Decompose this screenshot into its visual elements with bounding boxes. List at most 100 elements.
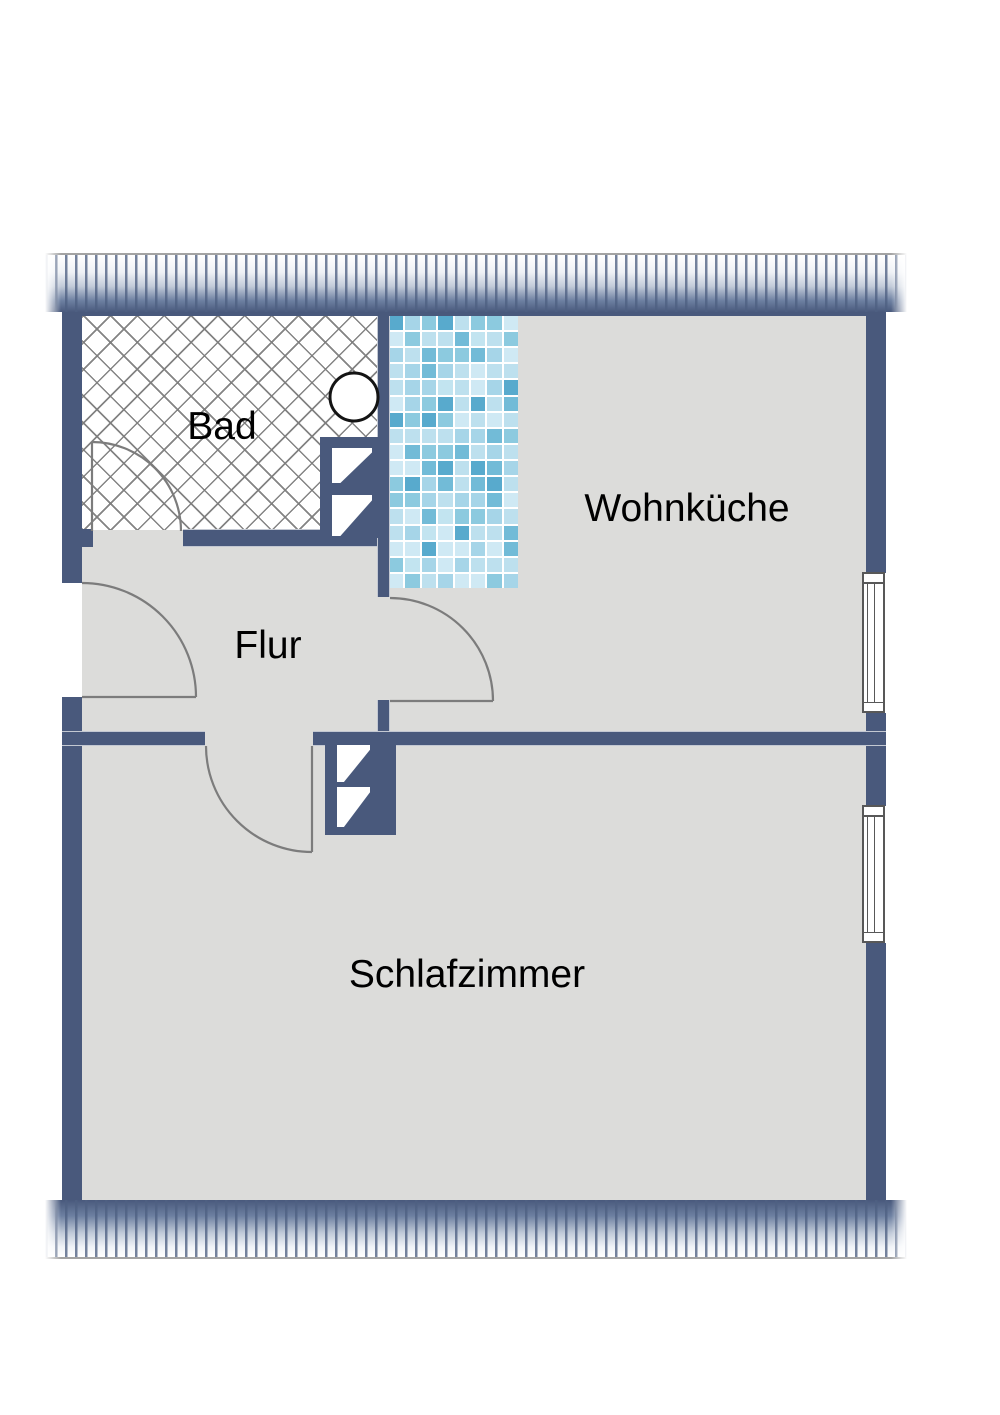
tile-cell [487,525,502,540]
wall-outer-left-upper [62,296,82,583]
tile-cell [421,509,437,524]
tile-cell [405,380,420,395]
tile-cell [389,364,404,379]
tile-cell [487,364,502,379]
tile-cell [503,477,518,492]
tile-cell [503,428,518,443]
tile-cell [487,380,502,395]
room-label-bad: Bad [187,405,257,448]
tile-cell [421,428,437,443]
tile-cell [487,396,502,411]
tile-cell [438,573,453,588]
wall-outer-right-lower [866,943,886,1222]
tile-cell [470,493,486,508]
tile-cell [438,396,453,411]
tile-cell [421,477,437,492]
tile-cell [389,380,404,395]
tile-cell [503,332,518,347]
tile-cell [454,509,469,524]
tile-cell [405,493,420,508]
tile-cell [470,396,486,411]
tile-cell [405,525,420,540]
tile-cell [438,461,453,476]
tile-cell [470,428,486,443]
tile-cell [438,509,453,524]
tile-cell [487,348,502,363]
tile-cell [389,509,404,524]
tile-cell [503,396,518,411]
wohnkueche-window-icon [862,572,885,713]
tile-cell [470,461,486,476]
tile-cell [405,364,420,379]
tile-cell [470,380,486,395]
wall-divider-right [313,731,886,746]
shaft-bad-icon [320,437,385,538]
tile-cell [438,525,453,540]
tile-cell [405,557,420,572]
window-pane [867,582,875,703]
tile-cell [503,444,518,460]
tile-cell [389,332,404,347]
tile-cell [454,493,469,508]
tile-cell [454,541,469,556]
wall-outer-right-middle [866,713,886,806]
tile-cell [438,541,453,556]
kitchen-tiles [389,316,518,588]
tile-cell [487,557,502,572]
tile-cell [454,428,469,443]
tile-cell [470,412,486,427]
window-frame-line [864,815,883,817]
tile-cell [389,412,404,427]
room-label-wohnkueche: Wohnküche [584,487,790,530]
window-frame-line [864,701,883,703]
tile-cell [487,412,502,427]
tile-cell [421,348,437,363]
tile-cell [454,525,469,540]
tile-cell [503,509,518,524]
tile-cell [503,541,518,556]
tile-cell [421,396,437,411]
roof-hatch-bottom [45,1200,907,1259]
tile-cell [389,444,404,460]
tile-cell [487,316,502,331]
tile-cell [421,364,437,379]
tile-cell [454,557,469,572]
tile-cell [454,396,469,411]
tile-cell [421,541,437,556]
tile-cell [470,332,486,347]
tile-cell [389,461,404,476]
tile-cell [503,348,518,363]
tile-cell [405,412,420,427]
tile-cell [421,525,437,540]
tile-cell [405,541,420,556]
tile-cell [503,525,518,540]
room-label-schlafzimmer: Schlafzimmer [348,953,586,996]
tile-cell [421,557,437,572]
tile-cell [487,444,502,460]
tile-cell [421,332,437,347]
tile-cell [389,396,404,411]
room-label-flur: Flur [234,624,302,667]
window-frame-line [864,931,883,933]
roof-hatch-top [45,253,907,312]
tile-cell [503,557,518,572]
tile-cell [503,412,518,427]
tile-cell [454,364,469,379]
tile-cell [470,364,486,379]
tile-cell [405,428,420,443]
tile-cell [421,412,437,427]
tile-cell [405,509,420,524]
tile-cell [438,348,453,363]
tile-cell [389,557,404,572]
tile-cell [454,477,469,492]
tile-cell [487,573,502,588]
tile-cell [470,348,486,363]
tile-cell [454,461,469,476]
tile-cell [470,573,486,588]
tile-cell [503,493,518,508]
tile-cell [389,525,404,540]
tile-cell [487,541,502,556]
tile-cell [454,380,469,395]
tile-cell [487,493,502,508]
